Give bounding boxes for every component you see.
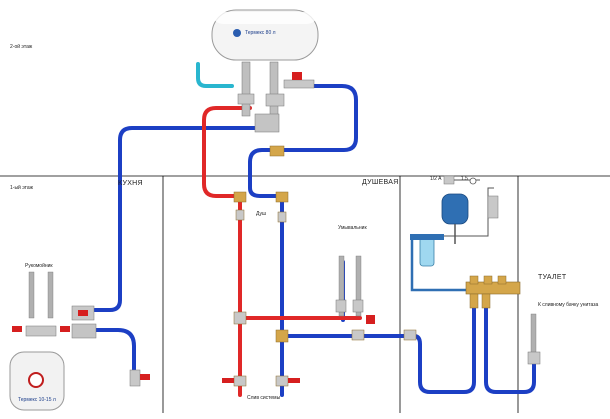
toilet-connection (527, 313, 541, 365)
utility-equipment (410, 175, 521, 309)
valve-handle-icon (292, 72, 302, 80)
drain-handle-icon (288, 378, 300, 383)
manifold (465, 281, 521, 295)
room-dividers (0, 175, 610, 413)
floor1-label: 1-ый этаж (10, 185, 34, 191)
kitchen-assembly (12, 271, 150, 387)
drain-label: Слив системы (247, 395, 281, 401)
drain-handle-icon (222, 378, 234, 383)
expansion-tank (441, 193, 469, 225)
room-shower-label: ДУШЕВАЯ (362, 179, 399, 186)
heater-logo-icon (233, 29, 241, 37)
valve-handle-icon (12, 326, 22, 332)
water-filter (419, 235, 435, 267)
toilet-inlet-label: К сливному бачку унитаза (538, 302, 599, 308)
faucet-kitchen-label: Рукомойник (25, 263, 53, 269)
hot-pipes (202, 106, 362, 397)
cold-pipe-to-shower (280, 290, 476, 394)
valve-handle-icon (140, 374, 150, 380)
cold-pipe-right-loop (248, 84, 358, 198)
faucet-shower-label: Умывальник (338, 225, 367, 231)
hot-pipe-heater-out (202, 106, 252, 198)
valve-handle-icon (60, 326, 70, 332)
water-heater-80l (211, 9, 319, 61)
valve-handle-icon (366, 315, 375, 324)
floor2-label: 2-ой этаж (10, 44, 33, 50)
gauge-icon (469, 177, 477, 185)
shower-label: Душ (256, 211, 267, 217)
drain-valve-handles (222, 315, 375, 383)
heater-big-label: Термекс 80 л (245, 30, 276, 36)
room-kitchen-label: КУХНЯ (118, 180, 143, 187)
cold-pipe-kitchen-heater (78, 328, 136, 374)
cold-pipe-to-kitchen (93, 126, 264, 312)
shower-fittings (233, 191, 417, 387)
heater-logo-icon (28, 372, 44, 388)
room-toilet-label: ТУАЛЕТ (538, 274, 567, 281)
heater-small-label: Термекс 10-15 л (18, 397, 56, 403)
supply-pipe (196, 62, 234, 88)
heater-valve-assembly (237, 61, 315, 157)
water-heater-small (9, 351, 65, 411)
valve-handle-icon (78, 310, 88, 316)
cold-pipes (78, 84, 536, 397)
pump-note-label: 1.5 (461, 176, 468, 182)
tank-note-label: 1/2 A (430, 176, 442, 182)
shower-faucet-hoses (335, 255, 364, 317)
cold-pipe-manifold-out (484, 298, 536, 394)
